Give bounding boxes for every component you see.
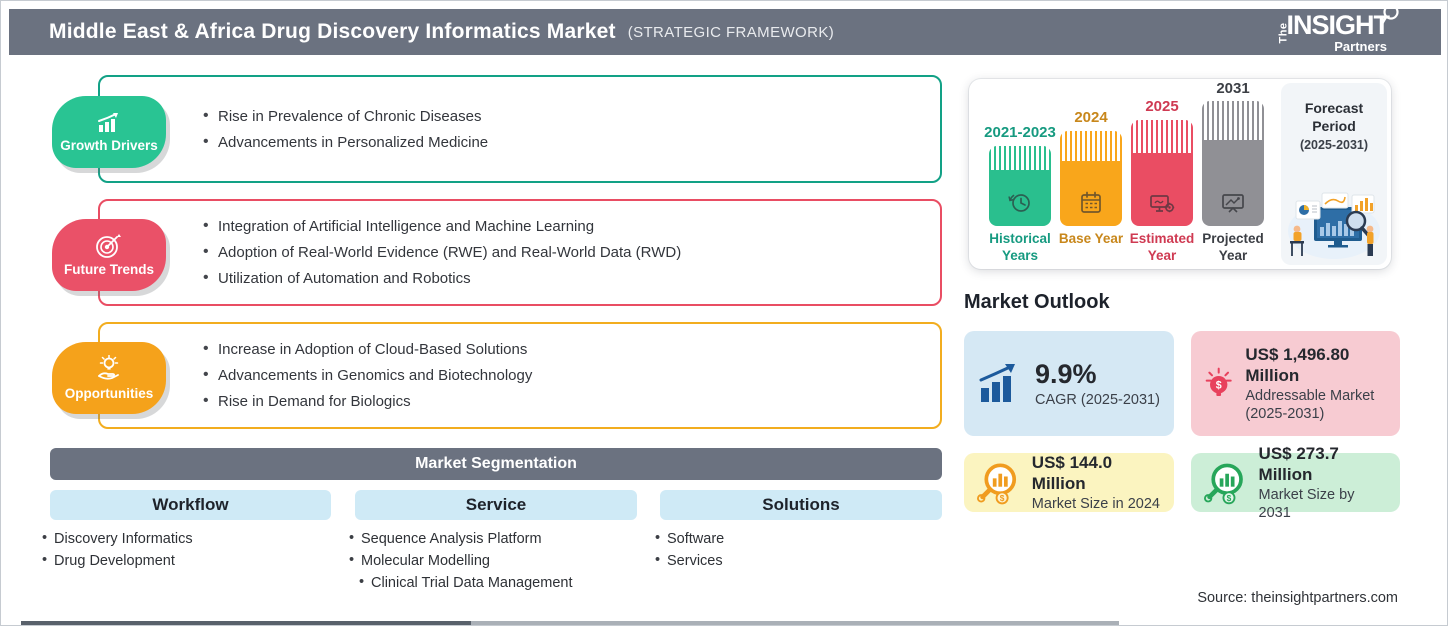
year-label: 2024 <box>1074 109 1108 126</box>
magnifier-icon <box>1380 3 1399 25</box>
bar-caption: Historical Years <box>989 231 1051 263</box>
insight-partners-logo: The INSIGHT Partners <box>1271 3 1403 54</box>
svg-text:$: $ <box>1216 379 1222 391</box>
segment-header-service: Service <box>355 490 637 520</box>
computer-gear-icon <box>1150 195 1175 213</box>
forecast-range: (2025-2031) <box>1299 138 1369 153</box>
future-trends-box: Integration of Artificial Intelligence a… <box>98 199 942 306</box>
bar-caption: Estimated Year <box>1129 231 1195 263</box>
addressable-value: US$ 1,496.80 Million <box>1245 345 1350 386</box>
market-segmentation-bar: Market Segmentation <box>50 448 942 480</box>
year-label: 2025 <box>1145 98 1179 115</box>
calendar-icon <box>1081 191 1101 213</box>
bottom-divider-dark <box>21 621 471 625</box>
cagr-label: CAGR (2025-2031) <box>1035 392 1160 409</box>
opportunities-badge: Opportunities <box>52 342 166 414</box>
projected-year-bar <box>1202 101 1264 226</box>
segment-header-workflow: Workflow <box>50 490 331 520</box>
opportunities-box: Increase in Adoption of Cloud-Based Solu… <box>98 322 942 429</box>
bottom-divider-light <box>471 621 1119 625</box>
estimated-year-bar <box>1131 120 1193 226</box>
history-clock-icon <box>1008 194 1030 212</box>
source-attribution: Source: theinsightpartners.com <box>1197 590 1398 606</box>
future-trends-list: Integration of Artificial Intelligence a… <box>203 209 940 296</box>
forecast-title: Forecast Period <box>1304 100 1364 135</box>
year-label: 2021-2023 <box>984 124 1056 141</box>
bar-caption: Base Year <box>1058 231 1124 246</box>
growth-drivers-badge: Growth Drivers <box>52 96 166 168</box>
svg-text:$: $ <box>1227 493 1232 503</box>
header-bar: Middle East & Africa Drug Discovery Info… <box>9 3 1441 55</box>
list-item: Sequence Analysis Platform <box>349 530 572 547</box>
badge-label: Future Trends <box>63 262 154 277</box>
addressable-market-card: $ US$ 1,496.80 Million Addressable Marke… <box>1191 331 1400 436</box>
growth-drivers-box: Rise in Prevalence of Chronic Diseases A… <box>98 75 942 183</box>
list-item: Clinical Trial Data Management <box>359 574 572 591</box>
bulb-dollar-icon: $ <box>1205 367 1232 396</box>
svg-text:$: $ <box>1000 493 1005 503</box>
growth-chart-icon <box>98 113 118 132</box>
list-item: Advancements in Genomics and Biotechnolo… <box>203 366 940 384</box>
market-size-2024-card: $ US$ 144.0 Million Market Size in 2024 <box>964 453 1174 512</box>
historical-years-bar <box>989 146 1051 226</box>
market-size-2031-label: Market Size by 2031 <box>1258 486 1355 521</box>
bar-chart-arrow-icon <box>979 363 1015 402</box>
list-item: Rise in Demand for Biologics <box>203 392 940 410</box>
badge-label: Growth Drivers <box>60 138 158 153</box>
logo-partners: Partners <box>1334 38 1387 54</box>
market-size-2031-value: US$ 273.7 Million <box>1258 444 1339 485</box>
cagr-value: 9.9% <box>1035 358 1097 389</box>
forecast-illustration <box>1288 192 1380 259</box>
forecast-period-box: Forecast Period (2025-2031) <box>1281 83 1387 265</box>
badge-label: Opportunities <box>64 386 154 401</box>
segment-header-solutions: Solutions <box>660 490 942 520</box>
magnifier-bars-icon: $ <box>1204 463 1243 504</box>
list-item: Rise in Prevalence of Chronic Diseases <box>203 107 940 125</box>
bar-caption: Projected Year <box>1202 231 1264 263</box>
service-items: Sequence Analysis Platform Molecular Mod… <box>349 525 572 597</box>
list-item: Services <box>655 552 724 569</box>
hand-bulb-icon <box>98 355 119 380</box>
growth-drivers-list: Rise in Prevalence of Chronic Diseases A… <box>203 99 940 160</box>
list-item: Utilization of Automation and Robotics <box>203 269 940 287</box>
list-item: Molecular Modelling <box>349 552 572 569</box>
market-size-2024-label: Market Size in 2024 <box>1031 495 1160 512</box>
market-size-2024-value: US$ 144.0 Million <box>1031 453 1113 494</box>
page-title: Middle East & Africa Drug Discovery Info… <box>49 20 616 43</box>
segmentation-title: Market Segmentation <box>415 455 577 472</box>
year-label: 2031 <box>1216 80 1250 97</box>
list-item: Increase in Adoption of Cloud-Based Solu… <box>203 340 940 358</box>
base-year-bar <box>1060 131 1122 226</box>
addressable-label: Addressable Market (2025-2031) <box>1245 387 1375 422</box>
future-trends-badge: Future Trends <box>52 219 166 291</box>
list-item: Advancements in Personalized Medicine <box>203 133 940 151</box>
logo-the: The <box>1277 21 1290 44</box>
list-item: Integration of Artificial Intelligence a… <box>203 217 940 235</box>
market-size-2031-card: $ US$ 273.7 Million Market Size by 2031 <box>1191 444 1400 521</box>
market-outlook-title: Market Outlook <box>964 291 1110 313</box>
logo-insight: INSIGHT <box>1286 9 1390 40</box>
list-item: Software <box>655 530 724 547</box>
magnifier-bars-icon: $ <box>977 462 1017 504</box>
list-item: Adoption of Real-World Evidence (RWE) an… <box>203 243 940 261</box>
list-item: Drug Development <box>42 552 193 569</box>
page-subtitle: (STRATEGIC FRAMEWORK) <box>627 23 835 41</box>
target-dart-icon <box>96 234 121 258</box>
list-item: Discovery Informatics <box>42 530 193 547</box>
projection-image-icon <box>1222 194 1244 213</box>
timeline-card: 2021-2023 2024 2025 2031 <box>969 79 1391 269</box>
workflow-items: Discovery Informatics Drug Development <box>42 525 193 575</box>
cagr-card: 9.9% CAGR (2025-2031) <box>964 331 1174 436</box>
opportunities-list: Increase in Adoption of Cloud-Based Solu… <box>203 332 940 419</box>
solutions-items: Software Services <box>655 525 724 575</box>
